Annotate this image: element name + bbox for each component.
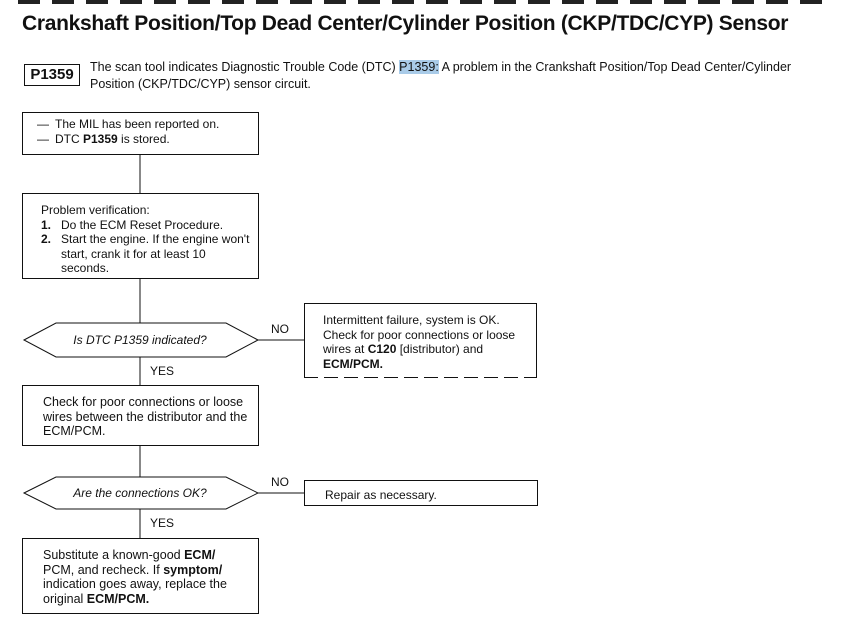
dtc-desc-code: P1359: [399,60,439,74]
step-1-number: 1. [41,217,52,232]
top-dashed-rule [18,0,828,4]
problem-verification-box: Problem verification: 1. Do the ECM Reset… [22,193,259,279]
verification-step-2: 2. Start the engine. If the engine won't … [41,232,250,276]
final-text-2: PCM, and recheck. If [43,562,164,577]
intermittent-connector: C120 [367,342,397,356]
dtc-desc-post: A problem in the Crankshaft Position/Top… [90,60,792,91]
intermittent-module: ECM/PCM. [323,356,383,371]
decision1-yes-label: YES [150,364,175,378]
step-1-text: Do the ECM Reset Procedure. [61,217,224,232]
repair-box: Repair as necessary. [304,480,538,506]
final-bold-2: symptom/ [163,562,223,577]
verification-steps: 1. Do the ECM Reset Procedure. 2. Start th… [41,218,250,276]
verification-step-1: 1. Do the ECM Reset Procedure. [41,218,250,233]
step-2-number: 2. [41,232,52,246]
start-dtc-code: P1359 [83,131,118,146]
decision1-no-label: NO [271,322,289,336]
decision2-yes-label: YES [150,516,175,530]
start-condition-dtc: DTC P1359 is stored. [37,132,250,147]
final-bold-3: ECM/PCM. [86,591,150,606]
intermittent-text: Intermittent failure, system is OK. Chec… [323,313,516,356]
final-bold-1: ECM/ [184,548,216,562]
final-text-1: Substitute a known-good [43,548,185,562]
decision2-diamond [22,476,260,510]
decision2-question: Are the connections OK? [73,486,207,500]
dtc-desc-pre: The scan tool indicates Diagnostic Troub… [90,60,400,74]
decision1-question: Is DTC P1359 indicated? [73,333,207,347]
start-condition-mil: The MIL has been reported on. [37,117,250,132]
step-2-text: Start the engine. If the engine won't st… [61,232,250,275]
final-text-3: indication goes away, replace the origin… [43,577,227,606]
intermittent-text-mid: [distributor) and [396,342,484,356]
check-connections-box: Check for poor connections or loose wire… [22,385,259,446]
substitute-ecm-box: Substitute a known-good ECM/ PCM, and re… [22,538,259,614]
verification-heading: Problem verification: [41,203,150,217]
start-dtc-pre: DTC [55,131,83,146]
dtc-code-badge: P1359 [24,64,80,86]
decision2-no-label: NO [271,475,289,489]
start-dtc-post: is stored. [117,131,170,146]
page-title: Crankshaft Position/Top Dead Center/Cyli… [22,12,789,35]
dtc-description: The scan tool indicates Diagnostic Troub… [90,59,830,93]
start-condition-box: The MIL has been reported on. DTC P1359 … [22,112,259,155]
decision1-diamond [22,322,260,358]
intermittent-failure-box: Intermittent failure, system is OK. Chec… [304,303,537,377]
